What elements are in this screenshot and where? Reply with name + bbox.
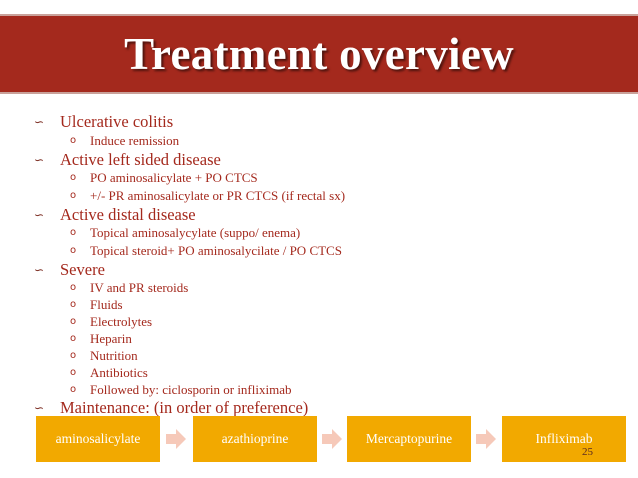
sub-bullet: o PO aminosalicylate + PO CTCS (70, 169, 258, 186)
slide-title: Treatment overview (124, 29, 514, 79)
circle-bullet-icon: o (70, 282, 77, 293)
bullet-text: Severe (60, 260, 105, 279)
sub-bullet-text: Antibiotics (90, 364, 148, 380)
title-band: Treatment overview (0, 14, 638, 94)
bullet-active-left-sided: ∽ Active left sided disease (34, 150, 221, 170)
flow-box-label: aminosalicylate (55, 431, 141, 446)
bullet-maintenance: ∽ Maintenance: (in order of preference) (34, 398, 308, 418)
sub-bullet: o Followed by: ciclosporin or infliximab (70, 381, 291, 398)
sub-bullet-text: Heparin (90, 330, 132, 346)
fancy-curl-bullet-icon: ∽ (34, 401, 45, 415)
page-number: 25 (582, 446, 593, 458)
flow-box-label: Infliximab (535, 431, 593, 446)
circle-bullet-icon: o (70, 227, 77, 238)
flow-box-aminosalicylate: aminosalicylate (36, 416, 160, 462)
chevron-arrow-icon (322, 429, 342, 449)
circle-bullet-icon: o (70, 299, 77, 310)
circle-bullet-icon: o (70, 190, 77, 201)
flow-box-label: Mercaptopurine (365, 431, 453, 446)
circle-bullet-icon: o (70, 350, 77, 361)
sub-bullet: o Electrolytes (70, 313, 152, 330)
bullet-ulcerative-colitis: ∽ Ulcerative colitis (34, 112, 173, 132)
sub-bullet-text: +/- PR aminosalicylate or PR CTCS (if re… (90, 187, 346, 203)
sub-bullet: o Induce remission (70, 132, 179, 149)
sub-bullet: o Fluids (70, 296, 123, 313)
fancy-curl-bullet-icon: ∽ (34, 153, 45, 167)
fancy-curl-bullet-icon: ∽ (34, 115, 45, 129)
sub-bullet-text: Topical steroid+ PO aminosalycilate / PO… (90, 242, 342, 258)
sub-bullet: o +/- PR aminosalicylate or PR CTCS (if … (70, 187, 345, 204)
sub-bullet-text: IV and PR steroids (90, 279, 189, 295)
flow-box-azathioprine: azathioprine (193, 416, 317, 462)
sub-bullet: o Topical steroid+ PO aminosalycilate / … (70, 242, 342, 259)
sub-bullet-text: Fluids (90, 296, 123, 312)
fancy-curl-bullet-icon: ∽ (34, 263, 45, 277)
sub-bullet: o IV and PR steroids (70, 279, 188, 296)
circle-bullet-icon: o (70, 367, 77, 378)
sub-bullet-text: PO aminosalicylate + PO CTCS (90, 169, 258, 185)
bullet-text: Maintenance: (in order of preference) (60, 398, 309, 417)
flow-box-label: azathioprine (221, 431, 289, 446)
sub-bullet-text: Followed by: ciclosporin or infliximab (90, 381, 292, 397)
circle-bullet-icon: o (70, 172, 77, 183)
circle-bullet-icon: o (70, 316, 77, 327)
circle-bullet-icon: o (70, 384, 77, 395)
circle-bullet-icon: o (70, 333, 77, 344)
flow-box-infliximab: Infliximab (502, 416, 626, 462)
chevron-arrow-icon (166, 429, 186, 449)
bullet-text: Active distal disease (60, 205, 196, 224)
bullet-active-distal: ∽ Active distal disease (34, 205, 196, 225)
circle-bullet-icon: o (70, 245, 77, 256)
sub-bullet-text: Electrolytes (90, 313, 153, 329)
chevron-arrow-icon (476, 429, 496, 449)
bullet-severe: ∽ Severe (34, 260, 105, 280)
sub-bullet: o Antibiotics (70, 364, 148, 381)
fancy-curl-bullet-icon: ∽ (34, 208, 45, 222)
sub-bullet-text: Nutrition (90, 347, 138, 363)
sub-bullet-text: Topical aminosalycylate (suppo/ enema) (90, 224, 301, 240)
sub-bullet: o Nutrition (70, 347, 138, 364)
circle-bullet-icon: o (70, 135, 77, 146)
flow-box-mercaptopurine: Mercaptopurine (347, 416, 471, 462)
bullet-text: Active left sided disease (60, 150, 221, 169)
bullet-text: Ulcerative colitis (60, 112, 174, 131)
sub-bullet: o Heparin (70, 330, 132, 347)
sub-bullet-text: Induce remission (90, 132, 180, 148)
sub-bullet: o Topical aminosalycylate (suppo/ enema) (70, 224, 300, 241)
